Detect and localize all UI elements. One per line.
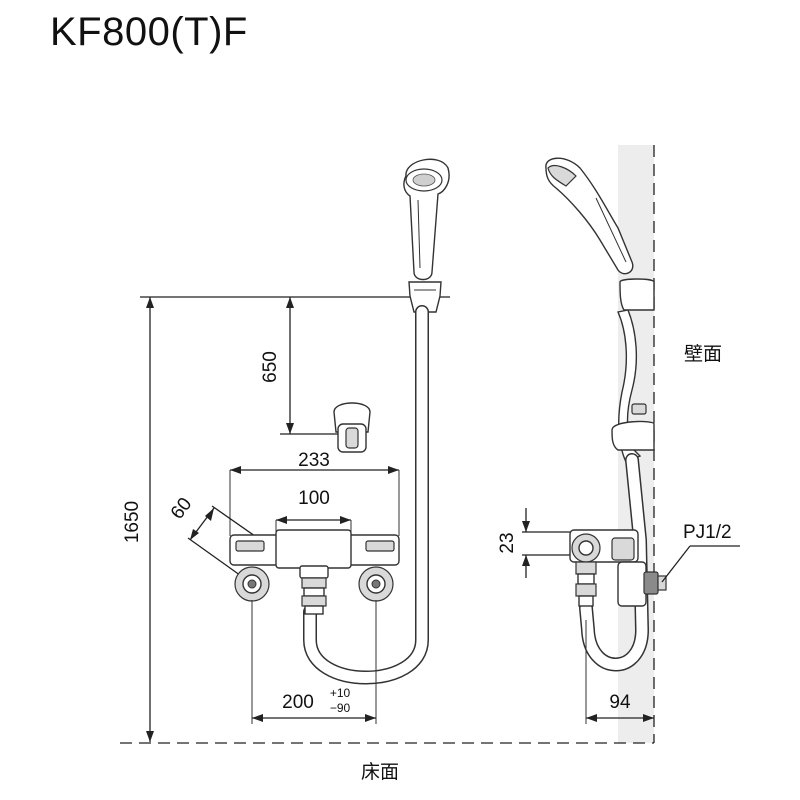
side-holder: [611, 420, 655, 451]
floor-label: 床面: [361, 761, 399, 783]
left-union: [234, 566, 270, 602]
tolerance-plus: +10: [330, 686, 351, 700]
side-view: 壁面 23: [497, 145, 740, 743]
shower-holder: [333, 402, 371, 453]
dim-23: 23: [497, 532, 518, 553]
arrow-head: [388, 466, 399, 474]
dim-650: 650: [260, 351, 281, 383]
front-view: 1650 650 233: [122, 158, 450, 742]
tolerance-minus: −90: [330, 701, 351, 715]
arrow-head: [365, 714, 376, 722]
right-union: [358, 566, 394, 602]
dim-200: 200: [282, 692, 314, 713]
arrow-head: [276, 516, 287, 524]
arrow-head: [643, 714, 654, 722]
wall-label: 壁面: [684, 343, 722, 365]
arrow-head: [230, 466, 241, 474]
arrow-head: [252, 714, 263, 722]
dim-1650: 1650: [122, 501, 143, 543]
arrow-head: [146, 297, 154, 308]
arrow-head: [522, 555, 530, 566]
arrow-head: [340, 516, 351, 524]
arrow-head: [286, 423, 294, 434]
page-title: KF800(T)F: [50, 10, 248, 54]
side-hook: [619, 278, 655, 311]
hose-coupling: [301, 577, 327, 615]
arrow-head: [146, 731, 154, 742]
arrow-head: [190, 529, 199, 540]
arrow-head: [205, 508, 214, 521]
shower-head-front: [403, 158, 450, 281]
arrow-head: [522, 521, 530, 532]
dim-233: 233: [298, 450, 330, 471]
dim-60: 60: [167, 494, 196, 524]
arrow-head: [286, 297, 294, 308]
arrow-head: [586, 714, 597, 722]
faucet-body-side: [569, 529, 667, 607]
shower-head-side: [545, 157, 634, 275]
pipe-thread-label: PJ1/2: [683, 522, 732, 543]
dim-94: 94: [609, 692, 631, 713]
dim-100: 100: [298, 488, 330, 509]
faucet-body-front: [229, 529, 400, 579]
